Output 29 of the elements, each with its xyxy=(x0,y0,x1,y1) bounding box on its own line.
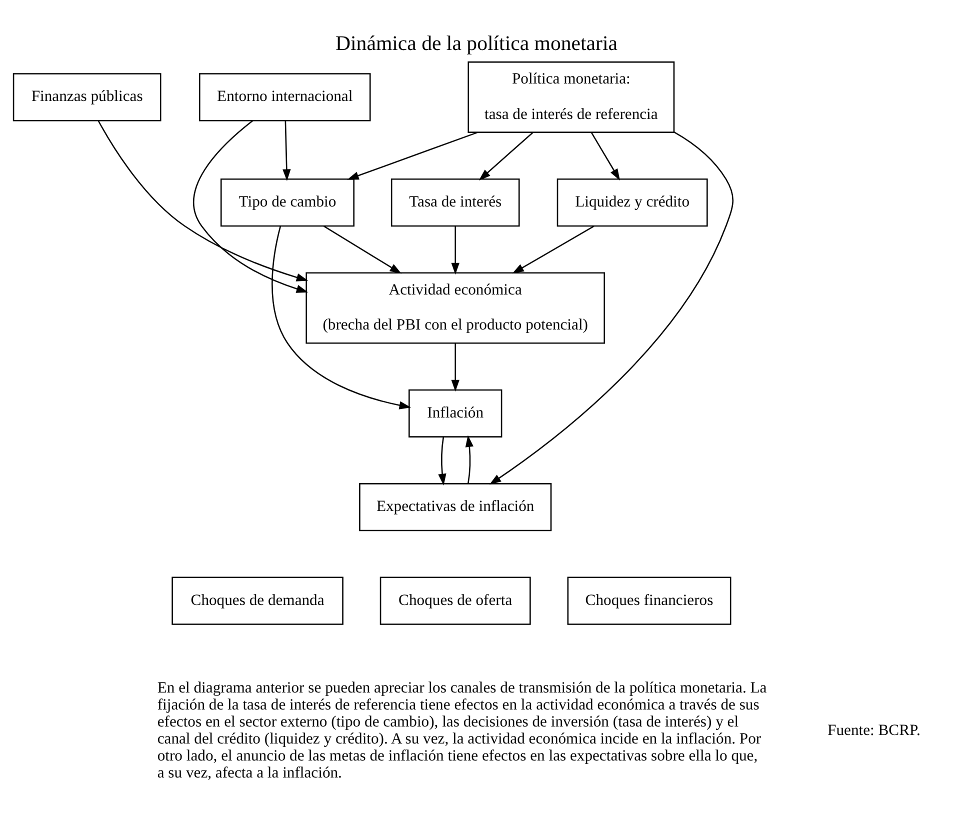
arrow xyxy=(193,120,308,292)
arrow xyxy=(478,132,534,180)
arrow xyxy=(451,343,460,392)
node-box: Actividad económica (brecha del PBI con el producto potencial) xyxy=(306,272,605,344)
caption: En el diagrama anterior se pueden apreciar los canales de transmisión de la política monetaria. La fijación de la tasa de interés de referencia tiene efectos en la actividad económica a través de sus efectos en el sector externo (tipo de cambio), las decisiones de inversión (tasa de interés) y el canal del crédito (liquidez y crédito). A su vez, la actividad económica incide en la inflación. Por otro lado, el anuncio de las metas de inflación tiene efectos en las expectativas sobre ella lo que, a su vez, afecta a la inflación. xyxy=(157,679,767,781)
arrow xyxy=(489,131,734,484)
node-box: Choques de demanda xyxy=(172,576,344,624)
arrow xyxy=(512,225,594,274)
node-box: Expectativas de inflación xyxy=(359,482,552,531)
node-box: Tasa de interés xyxy=(390,178,520,226)
node-box: Finanzas públicas xyxy=(12,72,162,121)
diagram-title: Dinámica de la política monetaria xyxy=(335,30,618,55)
arrow xyxy=(465,434,474,484)
arrow xyxy=(590,132,620,180)
node-box: Entorno internacional xyxy=(198,72,371,121)
arrow xyxy=(324,225,402,274)
node-box: Inflación xyxy=(408,388,502,437)
arrow xyxy=(438,436,446,485)
arrow xyxy=(272,226,412,409)
node-box: Choques financieros xyxy=(567,576,732,624)
node-box: Tipo de cambio xyxy=(220,178,354,226)
arrow xyxy=(282,120,291,180)
label: Fuente: BCRP. xyxy=(828,721,920,738)
node-box: Choques de oferta xyxy=(380,576,531,624)
node-box: Liquidez y crédito xyxy=(556,178,708,226)
node-box: Política monetaria: tasa de interés de referencia xyxy=(468,60,675,132)
arrow xyxy=(451,226,460,274)
arrow xyxy=(98,120,308,281)
arrow xyxy=(347,131,478,180)
